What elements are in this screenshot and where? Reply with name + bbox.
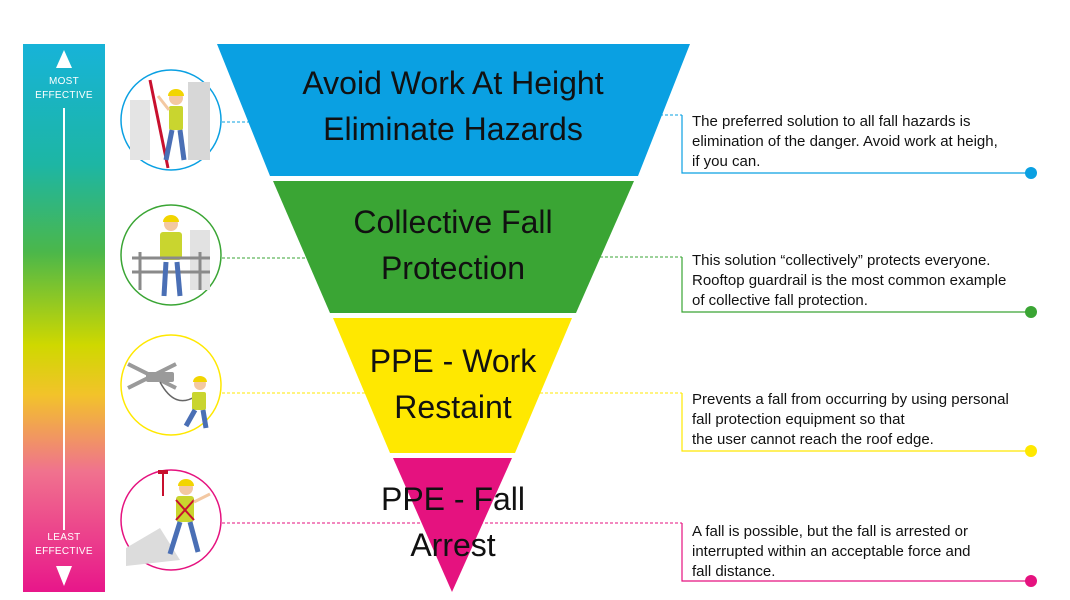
tier-1-band — [217, 44, 690, 176]
tier-1-description-line-3: if you can. — [692, 153, 761, 170]
tier-2-description-line-3: of collective fall protection. — [692, 292, 868, 309]
tier-3-description-line-1: Prevents a fall from occurring by using … — [692, 391, 1009, 408]
tier-4-description-line-1: A fall is possible, but the fall is arre… — [692, 523, 968, 540]
tier-2-end-dot — [1025, 306, 1037, 318]
tier-2-bracket — [681, 257, 1031, 313]
tier-1-description-line-2: elimination of the danger. Avoid work at… — [692, 133, 998, 150]
tier-4-description-line-2: interrupted within an acceptable force a… — [692, 543, 971, 560]
tier-1-title-line-1: Avoid Work At Height — [302, 65, 604, 101]
tier-4-band — [393, 458, 512, 592]
tier-2-title: Collective Fall Protection — [278, 199, 628, 291]
tier-4-title-line-2: Arrest — [410, 527, 496, 563]
tier-2-title-line-1: Collective Fall — [353, 204, 553, 240]
least-effective-label: LEAST EFFECTIVE — [23, 531, 105, 559]
tier-1-end-dot — [1025, 167, 1037, 179]
tier-3-end-dot — [1025, 445, 1037, 457]
tier-4-description: A fall is possible, but the fall is arre… — [692, 522, 1037, 582]
tier-2-description-line-1: This solution “collectively” protects ev… — [692, 252, 991, 269]
tier-4-bracket — [681, 523, 1031, 582]
most-effective-label-line-1: MOST — [48, 76, 80, 87]
worker-on-ladder-icon — [120, 69, 222, 171]
worker-in-harness-icon — [120, 469, 222, 571]
most-effective-label-line-2: EFFECTIVE — [35, 90, 93, 101]
tier-2-description-line-2: Rooftop guardrail is the most common exa… — [692, 272, 1007, 289]
tier-3-title-line-1: PPE - Work — [369, 343, 537, 379]
tier-2-description: This solution “collectively” protects ev… — [692, 251, 1037, 311]
tier-3-description: Prevents a fall from occurring by using … — [692, 390, 1037, 450]
tier-1-title-line-2: Eliminate Hazards — [323, 111, 583, 147]
tier-3-description-line-3: the user cannot reach the roof edge. — [692, 431, 934, 448]
worker-with-restraint-anchor-icon — [120, 334, 222, 436]
tier-2-title-line-2: Protection — [380, 250, 526, 286]
tier-1-description-line-1: The preferred solution to all fall hazar… — [692, 113, 971, 130]
tier-4-description-line-3: fall distance. — [692, 563, 776, 580]
tier-1-bracket — [681, 115, 1031, 174]
up-arrow-icon — [56, 50, 72, 68]
least-effective-label-line-2: EFFECTIVE — [35, 546, 93, 557]
tier-2-band — [273, 181, 634, 313]
most-effective-label: MOST EFFECTIVE — [23, 75, 105, 103]
tier-3-description-line-2: fall protection equipment so that — [692, 411, 905, 428]
down-arrow-icon — [56, 566, 72, 586]
tier-1-title: Avoid Work At Height Eliminate Hazards — [248, 60, 658, 152]
least-effective-label-line-1: LEAST — [47, 532, 81, 543]
tier-4-end-dot — [1025, 575, 1037, 587]
tier-3-band — [333, 318, 572, 453]
tier-1-description: The preferred solution to all fall hazar… — [692, 112, 1037, 172]
worker-behind-guardrail-icon — [120, 204, 222, 306]
tier-4-title-line-1: PPE - Fall — [380, 481, 526, 517]
tier-3-title-line-2: Restaint — [394, 389, 512, 425]
tier-3-title: PPE - Work Restaint — [318, 338, 588, 430]
tier-3-bracket — [681, 393, 1031, 452]
tier-4-title: PPE - Fall Arrest — [328, 476, 578, 568]
